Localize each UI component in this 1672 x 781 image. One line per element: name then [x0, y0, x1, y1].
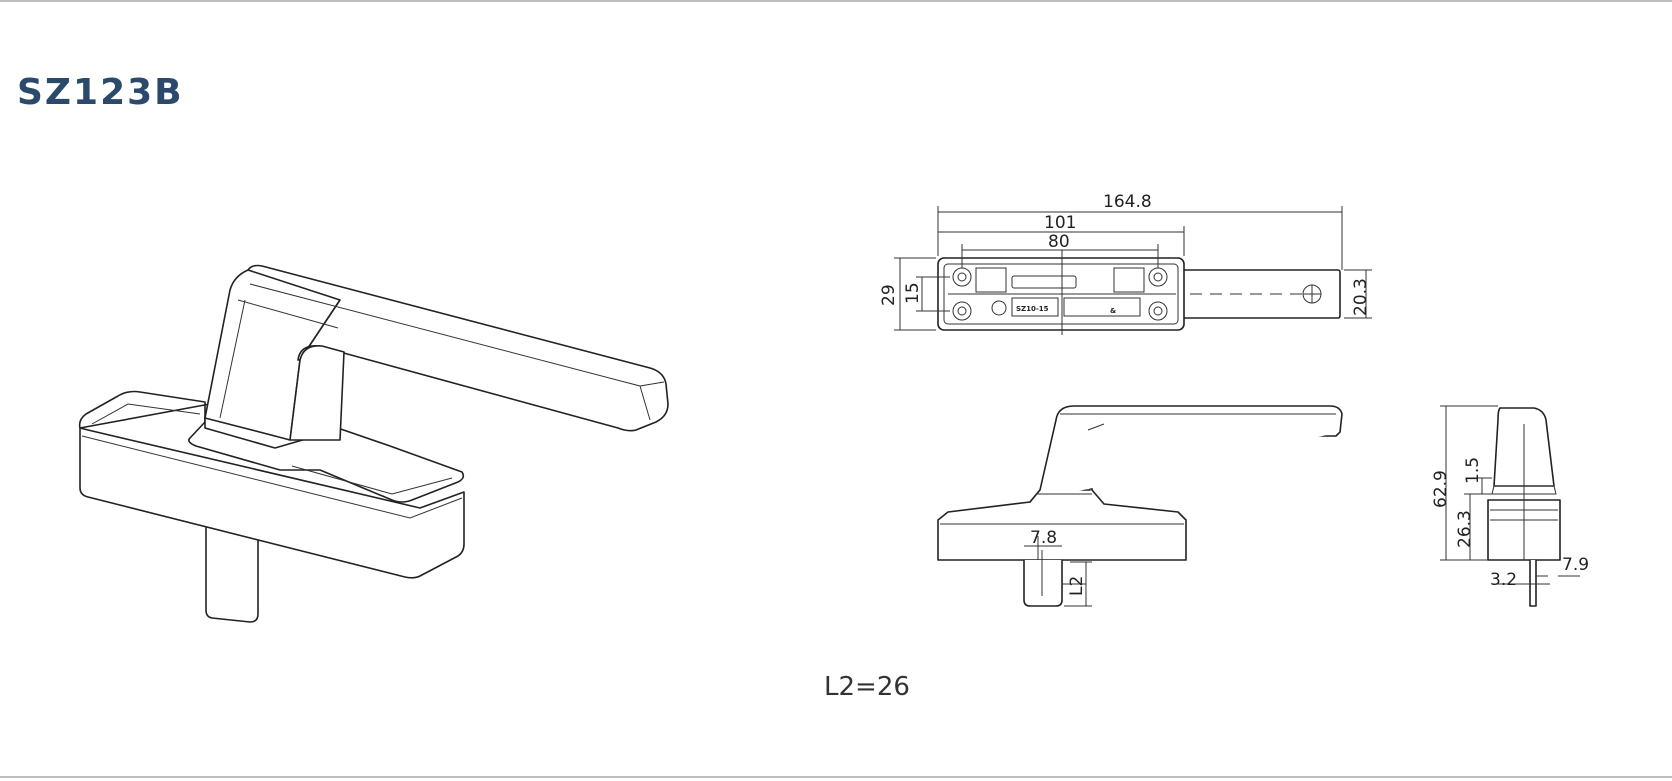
dim-spindle-length: L2 [1067, 576, 1087, 596]
model-title: SZ123B [17, 72, 184, 113]
front-view-spindle [1023, 559, 1063, 607]
side-view-lever-edge [1491, 485, 1557, 495]
dim-base-height: 26.3 [1455, 510, 1475, 548]
dim-spindle-thickness: 3.2 [1490, 570, 1517, 590]
front-view-base-line [940, 493, 1184, 525]
top-view-pocket-right [1113, 267, 1145, 293]
top-border [0, 0, 1672, 2]
isometric-handle-view [78, 264, 669, 623]
dim-spindle-width: 7.8 [1030, 528, 1057, 548]
iso-base-edge [81, 435, 463, 519]
top-view-rotation-mark [991, 300, 1007, 316]
iso-arm-inner-curve [289, 344, 345, 441]
side-view-dimension-lines [1440, 405, 1580, 585]
iso-base-slab [79, 427, 465, 579]
dim-collar: 1.5 [1463, 457, 1483, 484]
iso-spindle [205, 527, 259, 623]
top-view-label-box [1011, 297, 1059, 317]
plate-marking-text: SZ10-15 [1016, 305, 1049, 313]
dim-hole-spacing: 80 [1048, 232, 1070, 252]
bottom-border [0, 776, 1672, 778]
front-view-neck [1029, 405, 1343, 503]
dim-height: 62.9 [1431, 470, 1451, 508]
plate-glyph-text: & [1110, 307, 1116, 315]
side-view: 62.9 1.5 26.3 7.9 3.2 [1431, 405, 1589, 607]
dim-base-length: 101 [1044, 213, 1076, 233]
top-view-screw-holes [952, 267, 1168, 321]
top-view-base-inner [943, 263, 1179, 325]
spindle-length-note: L2=26 [824, 672, 910, 702]
dim-spindle-side: 7.9 [1562, 555, 1589, 575]
dim-hole-spacing-vertical: 15 [903, 282, 923, 304]
top-view-mark-box [1063, 297, 1141, 317]
top-view-pocket-left [975, 267, 1007, 293]
iso-neck-edge [219, 299, 246, 419]
dim-base-width: 29 [879, 284, 899, 306]
side-view-spindle [1529, 559, 1537, 607]
top-view-dimension-lines [894, 206, 1372, 331]
top-view-end-mark-cross [1303, 285, 1321, 303]
front-view: 7.8 L2 [937, 405, 1343, 607]
top-view-slot [1011, 275, 1077, 289]
top-view: SZ10-15 & 164.8 101 80 29 15 20.3 [879, 192, 1372, 335]
dim-overall-length: 164.8 [1103, 192, 1152, 212]
iso-lever-tip [639, 381, 665, 387]
front-view-dimension-lines [1024, 536, 1092, 607]
front-view-arm-edge [1060, 413, 1336, 431]
iso-base-top-inner [91, 403, 453, 495]
dim-handle-width: 20.3 [1351, 278, 1371, 316]
